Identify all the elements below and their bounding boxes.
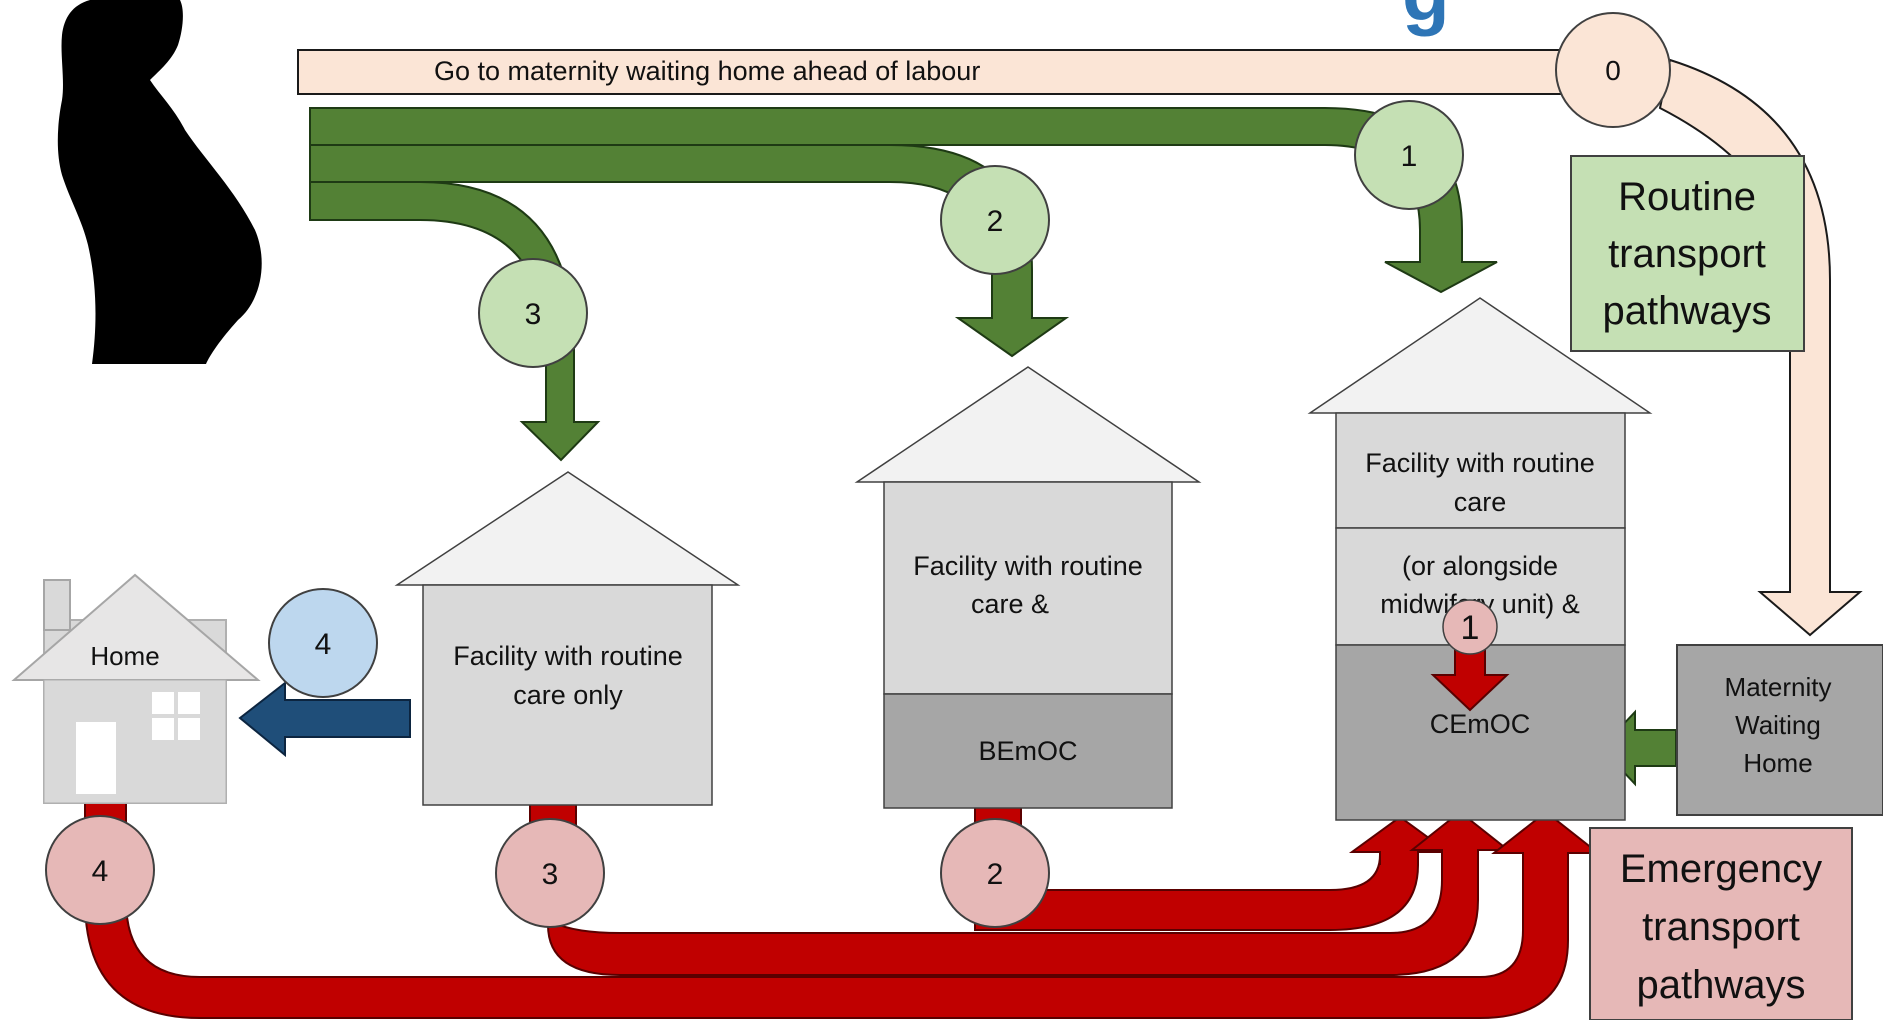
mwh-line2: Waiting (1735, 710, 1821, 740)
svg-text:4: 4 (92, 855, 109, 888)
routine-badge-0: 0 (1555, 12, 1671, 128)
svg-text:4: 4 (315, 628, 332, 661)
home-referral-badge: 4 (268, 588, 378, 698)
routine-route-3 (309, 181, 601, 462)
facility-routine-only-line2: care only (513, 680, 623, 710)
facility-cemoc-top2: care (1454, 487, 1507, 517)
svg-text:3: 3 (525, 298, 542, 331)
bemoc-label: BEmOC (978, 736, 1077, 766)
emergency-route-4 (84, 789, 1601, 1019)
facility-routine-only-line1: Facility with routine (453, 641, 683, 671)
bemoc-section (883, 693, 1173, 809)
svg-text:2: 2 (987, 205, 1004, 238)
svg-text:1: 1 (1401, 140, 1418, 173)
facility-bemoc: Facility with routine care & BEmOC (854, 366, 1202, 809)
facility-bemoc-line2: care & (971, 589, 1049, 619)
mwh-line1: Maternity (1725, 672, 1832, 702)
legend-routine-line3: pathways (1603, 289, 1772, 333)
legend-routine-line2: transport (1608, 232, 1766, 276)
facility-cemoc: Facility with routine care (or alongside… (1307, 297, 1653, 821)
facility-routine-only: Facility with routine care only (394, 471, 741, 806)
home-label: Home (90, 641, 159, 671)
legend-emergency-line3: pathways (1637, 963, 1806, 1007)
mwh-line3: Home (1743, 748, 1812, 778)
svg-text:2: 2 (987, 858, 1004, 891)
title-fragment: g (1402, 0, 1450, 37)
legend-emergency: Emergency transport pathways (1589, 827, 1853, 1021)
home-building: Home (11, 573, 261, 804)
facility-cemoc-mid1: (or alongside (1402, 551, 1558, 581)
emergency-badge-4: 4 (45, 815, 155, 925)
facility-bemoc-line1: Facility with routine (913, 551, 1143, 581)
facility-to-home-arrow (238, 680, 411, 758)
emergency-badge-2: 2 (940, 818, 1050, 928)
legend-routine-line1: Routine (1618, 175, 1756, 219)
legend-routine: Routine transport pathways (1570, 155, 1805, 352)
home-door (76, 722, 116, 794)
legend-emergency-line1: Emergency (1620, 847, 1822, 891)
legend-emergency-line2: transport (1642, 905, 1800, 949)
cemoc-label: CEmOC (1430, 709, 1531, 739)
facility-cemoc-top1: Facility with routine (1365, 448, 1595, 478)
pregnant-woman-silhouette (57, 0, 262, 364)
routine-badge-3: 3 (478, 258, 588, 368)
internal-referral-badge (1442, 599, 1498, 655)
maternity-waiting-home: Maternity Waiting Home (1676, 644, 1883, 816)
routine-route-2 (309, 144, 1070, 358)
svg-text:3: 3 (542, 858, 559, 891)
routine-badge-2: 2 (940, 165, 1050, 275)
mwh-ahead-of-labour-text: Go to maternity waiting home ahead of la… (434, 56, 980, 86)
svg-text:0: 0 (1605, 55, 1621, 86)
emergency-badge-3: 3 (495, 818, 605, 928)
internal-referral-badge-text: 1 (1461, 609, 1480, 647)
routine-badge-1: 1 (1354, 100, 1464, 210)
routine-route-0: Go to maternity waiting home ahead of la… (297, 49, 1863, 637)
